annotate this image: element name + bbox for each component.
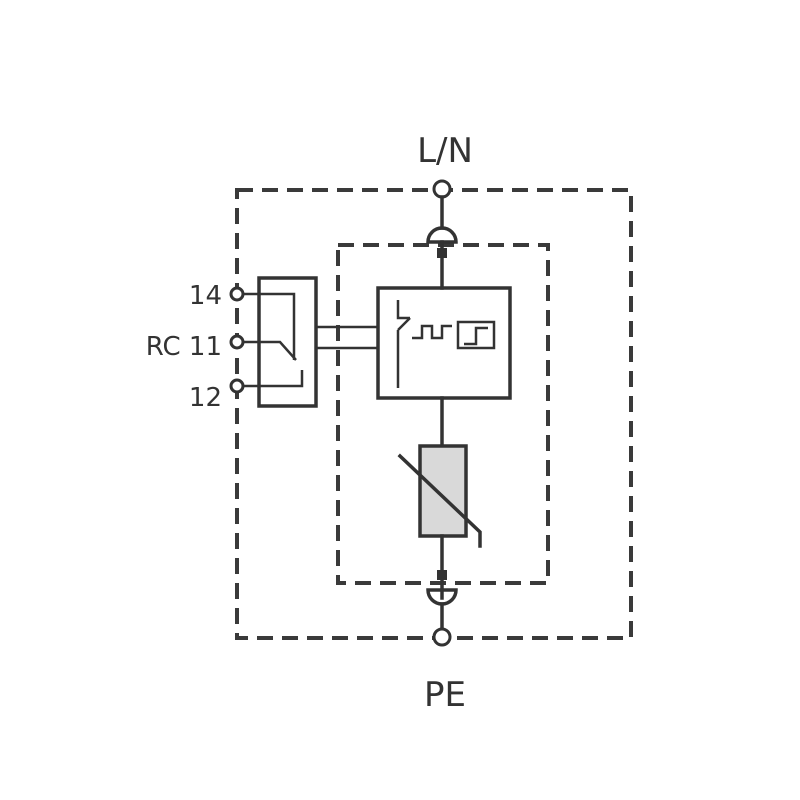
top-terminal-label: L/N [417, 131, 473, 171]
top-plug-connector [426, 226, 458, 244]
rc-11-label: RC 11 [146, 332, 222, 362]
thermal-disconnect-box [376, 286, 512, 400]
indicator-symbol [464, 326, 488, 346]
bottom-plug-pin [437, 570, 447, 580]
indicator-box [456, 320, 496, 350]
rc-12-wire [243, 370, 304, 388]
top-plug-pin [437, 248, 447, 258]
varistor-characteristic-line [397, 453, 482, 548]
rc-14-wire [243, 292, 296, 360]
bottom-terminal-label: PE [424, 675, 466, 715]
rc-14-label: 14 [189, 281, 222, 311]
rc-12-terminal [229, 378, 245, 394]
outer-housing-boundary [235, 188, 633, 640]
waveform-symbol [412, 324, 452, 340]
varistor-element [418, 444, 468, 538]
rc-11-wire [243, 340, 297, 361]
rc-11-terminal [229, 334, 245, 350]
rc-12-label: 12 [189, 383, 222, 413]
top-terminal [432, 179, 452, 199]
disconnect-switch-symbol [396, 300, 411, 388]
bottom-terminal [432, 627, 452, 647]
rc-14-terminal [229, 286, 245, 302]
